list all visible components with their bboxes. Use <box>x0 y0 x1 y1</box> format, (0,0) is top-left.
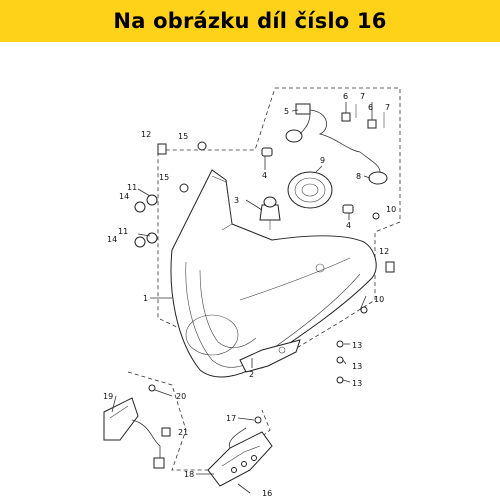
nut-11a <box>146 194 158 206</box>
headlight-bulb <box>259 196 281 230</box>
label-2: 2 <box>249 370 254 379</box>
label-8: 8 <box>356 172 361 181</box>
leader-lines <box>111 102 373 494</box>
position-bulb-lower <box>342 204 354 214</box>
label-18: 18 <box>184 470 194 479</box>
label-12b: 12 <box>379 247 389 256</box>
label-5: 5 <box>284 107 289 116</box>
label-13b: 13 <box>352 362 362 371</box>
washer-14a <box>134 201 146 213</box>
label-13a: 13 <box>352 341 362 350</box>
label-15b: 15 <box>159 173 169 182</box>
label-14a: 14 <box>119 192 129 201</box>
screw-10a <box>372 212 380 220</box>
label-9: 9 <box>320 156 325 165</box>
label-13c: 13 <box>352 379 362 388</box>
label-4a: 4 <box>262 171 267 180</box>
label-15a: 15 <box>178 132 188 141</box>
label-19: 19 <box>103 392 113 401</box>
label-3: 3 <box>234 196 239 205</box>
label-7a: 7 <box>360 92 365 101</box>
screw-15b <box>179 183 189 193</box>
label-16: 16 <box>262 489 272 498</box>
lower-assembly-outline <box>127 371 271 471</box>
housing-bracket <box>239 339 301 373</box>
label-17: 17 <box>226 414 236 423</box>
label-4b: 4 <box>346 221 351 230</box>
label-11b: 11 <box>118 227 128 236</box>
screw-20 <box>148 384 156 392</box>
label-10b: 10 <box>374 295 384 304</box>
label-6a: 6 <box>343 92 348 101</box>
label-10a: 10 <box>386 205 396 214</box>
wiring-harness <box>285 103 388 185</box>
connector <box>295 103 311 115</box>
label-1: 1 <box>143 294 148 303</box>
assembly-outline <box>157 87 401 369</box>
label-7b: 7 <box>385 103 390 112</box>
screw-13a <box>336 340 344 348</box>
part-labels: 1 2 3 4 4 5 6 6 7 7 8 9 10 10 11 11 12 1… <box>103 92 396 498</box>
turn-signal-right <box>207 416 273 487</box>
clips <box>341 104 385 129</box>
part-number-banner: Na obrázku díl číslo 16 <box>0 0 500 42</box>
position-bulb-upper <box>261 147 273 157</box>
screw-13c <box>336 376 344 384</box>
grommet-12b <box>385 261 395 273</box>
label-6b: 6 <box>368 103 373 112</box>
grommet-12 <box>157 143 167 155</box>
label-20: 20 <box>176 392 186 401</box>
label-14b: 14 <box>107 235 117 244</box>
washer-14b <box>134 236 146 248</box>
screw-10b <box>360 306 368 314</box>
bulb-cover-ring <box>287 171 333 209</box>
label-11a: 11 <box>127 183 137 192</box>
label-12a: 12 <box>141 130 151 139</box>
headlight-housing <box>170 169 377 378</box>
turn-signal-left <box>103 397 171 469</box>
screw-13b <box>336 356 344 364</box>
clip-21 <box>161 427 171 437</box>
label-21: 21 <box>178 428 188 437</box>
screw-17 <box>254 416 262 424</box>
nut-11b <box>146 232 158 244</box>
screw-15a <box>197 141 207 151</box>
